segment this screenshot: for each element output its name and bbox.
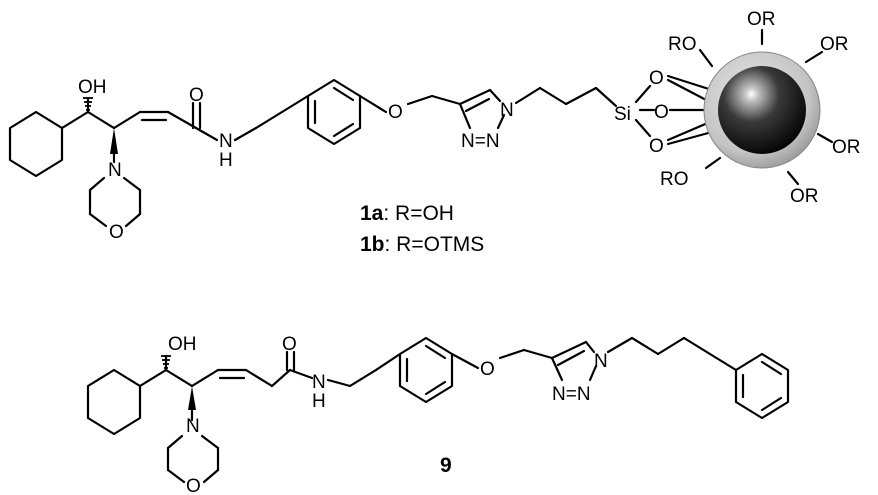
compound-1-bonds: [8, 28, 834, 228]
particle-group-label: OR: [820, 34, 849, 55]
compound-9-morpholine-n-label: N: [186, 416, 200, 437]
compound-9-triazole-n2n3-label: N=N: [552, 384, 591, 405]
particle-group-label: OR: [747, 9, 776, 30]
compound-1-ether-o-label: O: [388, 102, 403, 123]
compound-9-label: 9: [440, 454, 452, 477]
compound-9-ether-o-label: O: [480, 359, 495, 380]
compound-9-amide-h-label: H: [312, 391, 326, 412]
compound-1-structure: OH N O O N H O N N=N Si O O O OR RO OR R…: [8, 9, 861, 256]
compound-1-amide-n-label: N: [219, 131, 233, 152]
compound-1-wedge-bond: [110, 128, 118, 154]
compound-1-amide-h-label: H: [219, 150, 233, 171]
particle-group-label: RO: [668, 34, 697, 55]
compound-9-carbonyl-o-label: O: [282, 334, 297, 355]
compound-9-bonds: [86, 336, 790, 484]
compound-9-structure: OH N O O N H O N N=N 9: [86, 334, 790, 495]
compound-1-triazole-n2n3-label: N=N: [461, 131, 500, 152]
compound-1-si-o1-label: O: [649, 68, 664, 89]
compound-1-oh-label: OH: [78, 77, 107, 98]
compound-1-carbonyl-o-label: O: [189, 85, 204, 106]
particle-group-label: OR: [832, 137, 861, 158]
particle-group-label: OR: [790, 186, 819, 207]
particle-group-label: RO: [660, 169, 689, 190]
silica-particle: [703, 51, 821, 169]
compound-1-si-label: Si: [614, 104, 631, 125]
compound-1-triazole-n1-label: N: [500, 100, 514, 121]
compound-1-si-o3-label: O: [649, 136, 664, 157]
compound-1-morpholine-n-label: N: [108, 160, 122, 181]
compound-9-amide-n-label: N: [312, 372, 326, 393]
compound-9-wedge-bond: [188, 386, 196, 410]
compound-1b-label: 1b: R=OTMS: [360, 233, 484, 256]
compound-9-hashed-bond: [161, 355, 171, 369]
compound-9-morpholine-o-label: O: [186, 476, 201, 495]
compound-1-si-o2-label: O: [654, 102, 669, 123]
compound-1-morpholine-o-label: O: [109, 222, 124, 243]
compound-9-triazole-n1-label: N: [594, 351, 608, 372]
compound-9-oh-label: OH: [168, 334, 197, 355]
compound-1a-label: 1a: R=OH: [360, 202, 454, 225]
compound-1-hashed-bond: [83, 97, 93, 111]
